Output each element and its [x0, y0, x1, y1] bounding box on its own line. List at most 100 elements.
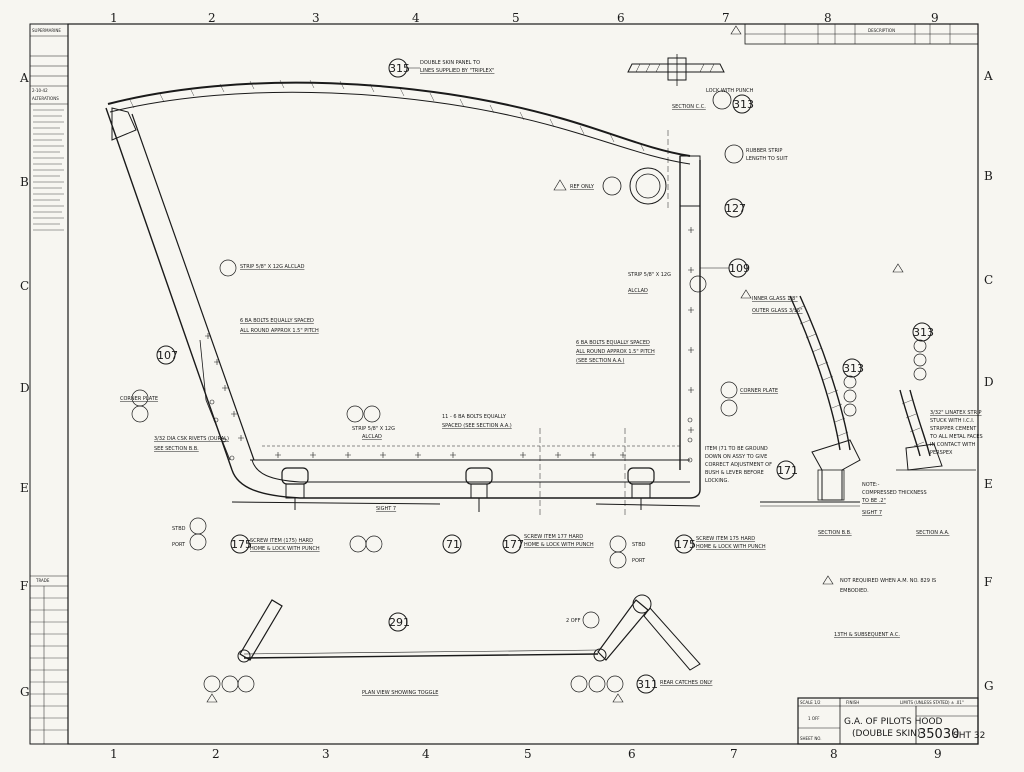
off-label: 1 OFF	[808, 716, 820, 721]
grid-row-a-left: A	[19, 71, 29, 85]
item-note: ITEM (71 TO BE GROUND	[705, 446, 768, 452]
callout-313-section-aa: 313	[913, 326, 934, 339]
callout-177: 177	[503, 538, 524, 551]
grid-col-1-top: 1	[110, 11, 118, 25]
grid-labels: 1 2 3 4 5 6 7 8 9 1 2 3 4 5 6 7 8 9 A B …	[19, 11, 994, 761]
rear-catches-label: REAR CATCHES ONLY	[660, 680, 713, 686]
grid-row-g-right: G	[984, 679, 994, 693]
hood-frame	[105, 79, 701, 518]
screw-right-note-2: HOME & LOCK WITH PUNCH	[696, 544, 766, 550]
rubber-strip-note-2: LENGTH TO SUIT	[746, 156, 789, 162]
grid-col-9-top: 9	[931, 11, 939, 25]
title-line-1: G.A. OF PILOTS HOOD	[844, 717, 943, 727]
limits-label: LIMITS (UNLESS STATED) ± .01"	[900, 700, 964, 705]
bolts-bottom-note-2: SPACED (SEE SECTION A.A.)	[442, 423, 512, 429]
callout-127: 127	[725, 202, 746, 215]
grid-row-g-left: G	[20, 685, 30, 699]
bolts-right-note-2: ALL ROUND APPROX 1.5" PITCH	[576, 349, 655, 355]
port-left-label: PORT	[172, 542, 186, 548]
callout-313-section-bb: 313	[843, 362, 864, 375]
grid-row-b-left: B	[20, 175, 29, 189]
revision-description-header: DESCRIPTION	[868, 28, 895, 33]
linatex-note: 3/32" LINATEX STRIP	[930, 410, 982, 416]
callout-107: 107	[157, 349, 178, 362]
grid-col-7-bottom: 7	[730, 747, 738, 761]
section-aa: 3/32" LINATEX STRIP STUCK WITH I.C.I. ST…	[892, 263, 983, 536]
linatex-note-6: PERSPEX	[930, 450, 953, 456]
grid-col-8-top: 8	[824, 11, 832, 25]
strip-date: 2-10-42	[32, 88, 48, 93]
alclad-bottom-note: ALCLAD	[362, 434, 382, 440]
grid-col-2-bottom: 2	[212, 747, 220, 761]
knob-middle	[465, 467, 493, 512]
grid-col-5-bottom: 5	[524, 747, 532, 761]
stbd-right-label: STBD	[632, 542, 646, 548]
grid-col-9-bottom: 9	[934, 747, 942, 761]
item-note-4: BUSH & LEVER BEFORE	[705, 470, 764, 476]
strip-left-note: STRIP 5/8" X 12G ALCLAD	[240, 264, 305, 270]
grid-row-b-right: B	[984, 169, 993, 183]
grid-col-6-bottom: 6	[628, 747, 636, 761]
callout-171: 171	[777, 464, 798, 477]
grid-row-e-right: E	[984, 477, 993, 491]
grid-col-5-top: 5	[512, 11, 520, 25]
grid-col-7-top: 7	[722, 11, 730, 25]
item-note-5: LOCKING.	[705, 478, 729, 484]
strip-top-text: SUPERMARINE	[32, 28, 61, 33]
part-number-circles	[131, 259, 927, 693]
port-right-label: PORT	[632, 558, 646, 564]
two-off-label: 2 OFF	[566, 618, 581, 624]
screw-right-note: SCREW ITEM 175 HARD	[696, 536, 755, 542]
finish-label: FINISH	[846, 700, 859, 705]
strip-alterations: ALTERATIONS	[32, 96, 59, 101]
lock-punch-note: LOCK WITH PUNCH	[706, 88, 754, 94]
sheet-no-label: SHEET NO.	[800, 736, 822, 741]
grid-row-f-right: F	[984, 575, 992, 589]
grid-row-c-left: C	[20, 279, 29, 293]
callouts: 315 DOUBLE SKIN PANEL TO LINES SUPPLIED …	[156, 58, 934, 694]
rubber-strip-note: RUBBER STRIP	[746, 148, 782, 154]
bolts-left-note-2: ALL ROUND APPROX 1.5" PITCH	[240, 328, 319, 334]
section-bb: INNER GLASS 1/8" OUTER GLASS 3/16" SECTI…	[740, 289, 927, 536]
plan-view-label: PLAN VIEW SHOWING TOGGLE	[362, 690, 438, 696]
grid-row-a-right: A	[983, 69, 993, 83]
note-thickness: TO BE .2"	[861, 498, 886, 504]
note-label: NOTE:-	[862, 482, 880, 488]
linatex-note-3: STRIPPER CEMENT	[930, 426, 977, 432]
left-revision-strip: SUPERMARINE 2-10-42 ALTERATIONS TRADE	[30, 28, 68, 744]
screw-mid-note-2: HOME & LOCK WITH PUNCH	[524, 542, 594, 548]
double-skin-note: DOUBLE SKIN PANEL TO	[420, 60, 480, 66]
inner-glass-note: INNER GLASS 1/8"	[752, 296, 798, 302]
grid-row-c-right: C	[984, 273, 993, 287]
grid-col-4-bottom: 4	[422, 747, 430, 761]
ref-only-note: REF ONLY	[570, 184, 595, 190]
bolts-right-note: 6 BA BOLTS EQUALLY SPACED	[576, 340, 650, 346]
note-compressed: COMPRESSED THICKNESS	[862, 490, 927, 496]
double-skin-note-2: LINES SUPPLIED BY "TRIPLEX"	[420, 68, 494, 74]
linatex-note-4: TO ALL METAL FACES	[929, 434, 983, 440]
corner-plate-right-note: CORNER PLATE	[740, 388, 778, 394]
callout-315: 315	[389, 62, 410, 75]
section-bb-label: SECTION B.B.	[818, 530, 852, 536]
strip-trade: TRADE	[35, 578, 50, 583]
bolts-bottom-note: 11 - 6 BA BOLTS EQUALLY	[442, 414, 507, 420]
title-line-2: (DOUBLE SKIN)	[852, 729, 920, 739]
callout-71: 71	[446, 538, 460, 551]
grid-col-3-bottom: 3	[322, 747, 330, 761]
sheet-number: SHT 32	[953, 731, 985, 741]
lower-right-notes: NOT REQUIRED WHEN A.M. NO. 829 IS EMBODI…	[822, 575, 936, 638]
callout-311: 311	[637, 678, 658, 691]
title-block: SCALE 1/2 LIMITS (UNLESS STATED) ± .01" …	[797, 697, 985, 745]
drawing-number: 35030	[918, 727, 959, 742]
callout-313: 313	[733, 98, 754, 111]
linatex-note-5: IN CONTACT WITH	[930, 442, 976, 448]
grid-col-1-bottom: 1	[110, 747, 118, 761]
revision-table: DESCRIPTION	[730, 23, 979, 45]
knob-right	[627, 467, 655, 510]
stbd-left-label: STBD	[172, 526, 186, 532]
scale-label: SCALE 1/2	[800, 700, 821, 705]
linatex-note-2: STUCK WITH I.C.I.	[930, 418, 975, 424]
sight-section-label: SIGHT 7	[862, 510, 882, 516]
see-section-bb-note: SEE SECTION B.B.	[154, 446, 199, 452]
